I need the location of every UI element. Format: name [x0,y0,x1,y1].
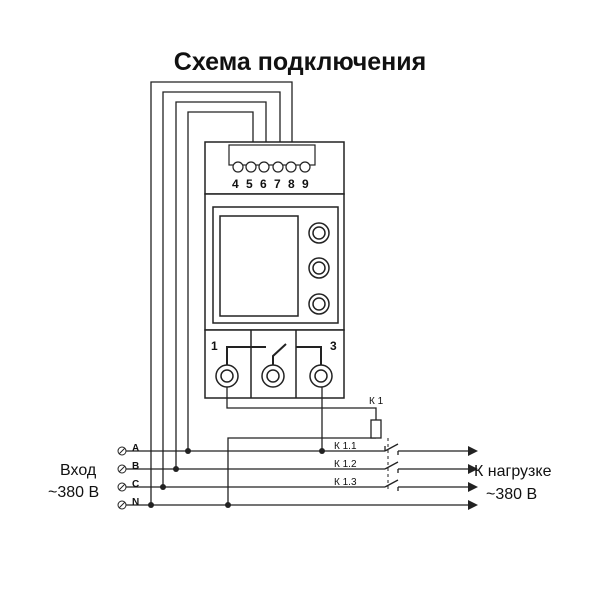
page-title: Схема подключения [173,48,427,76]
coil-label: К 1 [369,396,384,407]
terminal-1-label: 1 [211,339,218,353]
input-voltage: ~380 В [48,484,100,501]
phase-b-label: B [132,461,140,472]
wire-c [162,91,281,487]
display [219,215,299,317]
wire-n [150,81,293,505]
contact-label-2: К 1.2 [334,459,357,470]
coil-k1 [370,419,382,439]
device-bottom [204,329,345,399]
output-voltage: ~380 В [486,486,538,503]
terminal-3-label: 3 [330,339,337,353]
phase-a-label: A [132,443,140,454]
phase-n-label: N [132,497,140,508]
wire-b [175,101,267,469]
phase-c-label: C [132,479,140,490]
input-label: Вход [60,462,97,479]
wire-a [187,111,254,451]
top-terminal-numbers: 4 5 6 7 8 9 [232,177,311,191]
output-label: К нагрузке [474,463,552,480]
contact-label-1: К 1.1 [334,441,357,452]
contact-label-3: К 1.3 [334,477,357,488]
